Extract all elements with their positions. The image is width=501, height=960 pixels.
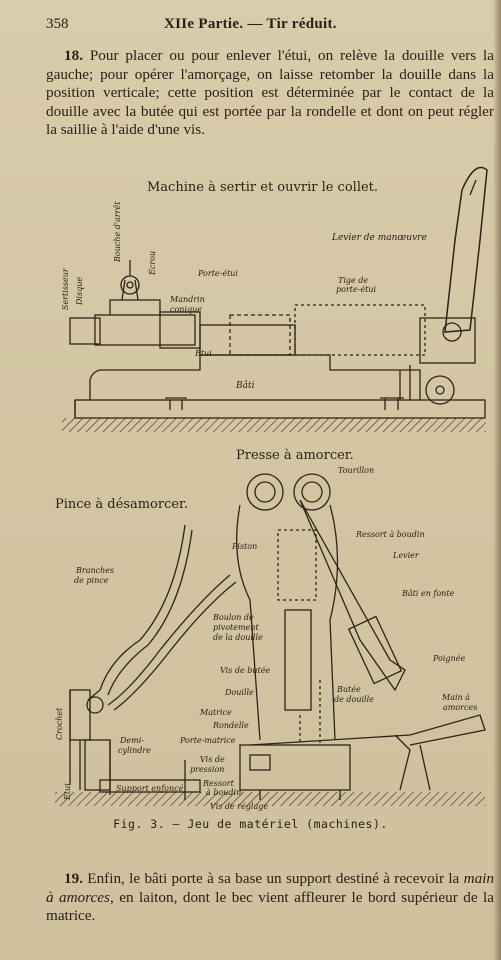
label-butee-1: Butée [336,685,361,694]
floor-hatching-top [62,418,486,432]
label-mandrin-1: Mandrin [169,295,205,304]
label-mandrin-2: conique [170,305,202,314]
label-levier: Levier [392,551,420,560]
title-presse: Presse à amorcer. [236,448,354,463]
label-boulon-3: de la douille [213,633,263,642]
page-edge-shadow [493,0,501,960]
figure-labels: Machine à sertir et ouvrir le collet. Pr… [55,180,477,811]
figure-caption: Fig. 3. — Jeu de matériel (machines). [113,817,388,831]
label-etui-2: Étui [63,783,72,801]
label-levier-manoeuvre: Levier de manœuvre [331,233,427,243]
page-header: 358 XIIe Partie. — Tir réduit. [46,16,486,38]
label-ressort-2-1: Ressort [202,779,235,788]
priming-press-drawing [55,473,486,806]
paragraph-18-text: Pour placer ou pour enlever l'étui, on r… [46,47,494,139]
label-sertisseur: Sertisseur [61,267,70,310]
label-ecrou: Écrou [148,251,157,276]
label-matrice: Matrice [199,708,232,717]
paragraph-19-text-b: , en laiton, dont le bec vient affleurer… [46,888,494,925]
label-main-2: amorces [443,703,477,712]
label-demi-2: cylindre [118,746,151,755]
label-bati: Bâti [235,380,255,391]
label-support-enfonce: Support enfoncé [116,784,184,793]
running-title: XIIe Partie. — Tir réduit. [164,16,337,32]
paragraph-18: 18. Pour placer ou pour enlever l'étui, … [46,47,494,140]
label-poignee: Poignée [432,654,465,663]
label-porte-matrice: Porte-matrice [179,736,236,745]
label-rondelle: Rondelle [212,721,249,730]
title-pince: Pince à désamorcer. [55,497,188,512]
label-ressort-2-2: à boudin [206,788,241,797]
crimping-machine-drawing [62,166,488,432]
label-boulon-1: Boulon de [212,613,254,622]
depriming-pliers-drawing [69,524,237,800]
machines-figure: Machine à sertir et ouvrir le collet. Pr… [55,166,488,811]
paragraph-18-number: 18. [64,47,83,64]
label-tige-2: porte-étui [336,285,377,294]
label-piston: Piston [231,542,257,551]
label-bati-fonte: Bâti en fonte [401,589,455,598]
paragraph-19-number: 19. [64,870,83,887]
label-bouche-arret: Bouche d'arrêt [113,201,122,263]
label-vis-butee: Vis de butée [220,666,270,675]
label-branches-2: de pince [74,576,109,585]
label-demi-1: Demi- [119,736,144,745]
label-tourillon: Tourillon [338,466,374,475]
label-ressort-boudin: Ressort à boudin [355,530,425,539]
label-disque: Disque [75,277,84,306]
label-butee-2: de douille [334,695,374,704]
label-branches-1: Branches [75,566,114,575]
label-main-1: Main à [441,693,470,702]
label-vis-pression-1: Vis de [200,755,225,764]
label-douille: Douille [224,688,254,697]
paragraph-19-emphasis: main à amorces [46,870,494,906]
label-porte-etui: Porte-étui [197,269,238,278]
paragraph-19: 19. Enfin, le bâti porte à sa base un su… [46,870,494,926]
title-machine: Machine à sertir et ouvrir le collet. [147,180,378,195]
label-vis-reglage: Vis de réglage [210,802,268,811]
label-tige-1: Tige de [338,276,368,285]
floor-hatching-bottom [55,792,485,806]
label-etui: Étui [194,349,212,358]
label-crochet: Crochet [55,707,64,740]
page-number: 358 [46,16,69,32]
label-boulon-2: pivotement [213,623,259,632]
paragraph-19-text-a: Enfin, le bâti porte à sa base un suppor… [82,870,464,887]
label-vis-pression-2: pression [190,765,224,774]
